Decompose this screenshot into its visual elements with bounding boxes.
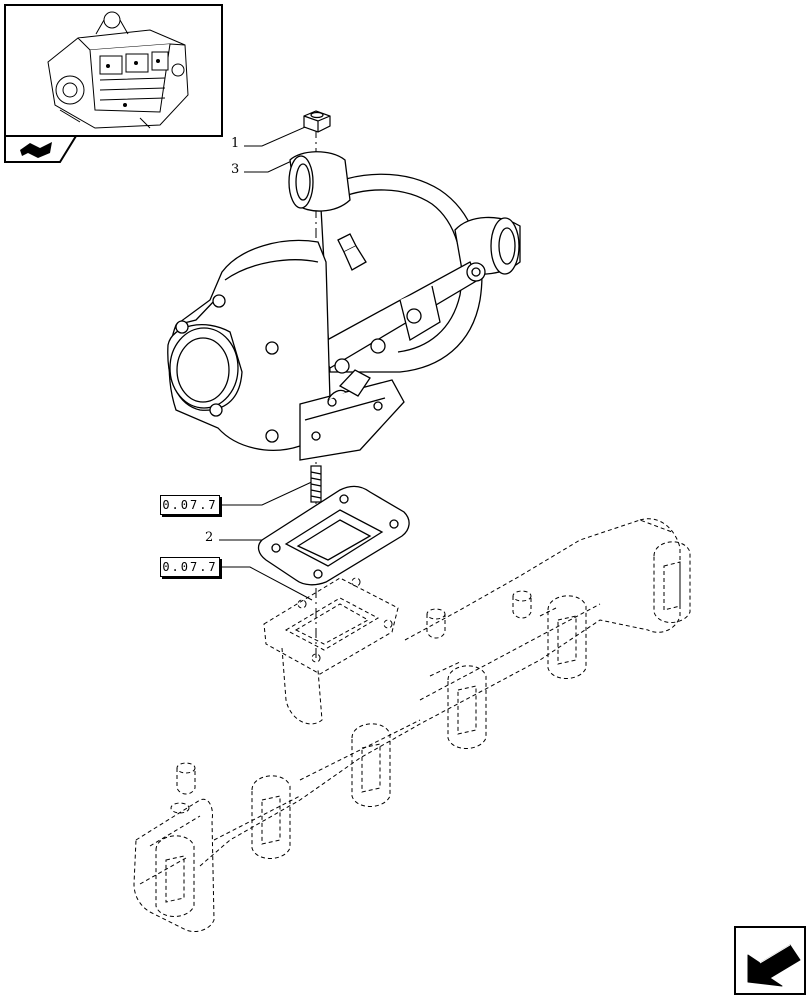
stud[interactable] [310, 465, 322, 503]
part-3-turbocharger[interactable] [167, 151, 521, 461]
exhaust-manifold-phantom [133, 518, 691, 933]
next-page-arrow-icon[interactable] [734, 926, 806, 995]
callout-1: 1 [231, 136, 240, 151]
callout-3: 3 [231, 162, 240, 177]
engine-thumbnail[interactable] [4, 4, 223, 137]
reference-box-stud[interactable]: 0.07.7 [160, 495, 220, 515]
leader-lines [219, 123, 317, 601]
callout-2: 2 [205, 530, 214, 545]
part-2-gasket[interactable] [257, 485, 410, 586]
part-1-nut[interactable] [303, 110, 331, 133]
book-open-icon[interactable] [4, 135, 78, 163]
reference-box-manifold[interactable]: 0.07.7 [160, 557, 220, 577]
